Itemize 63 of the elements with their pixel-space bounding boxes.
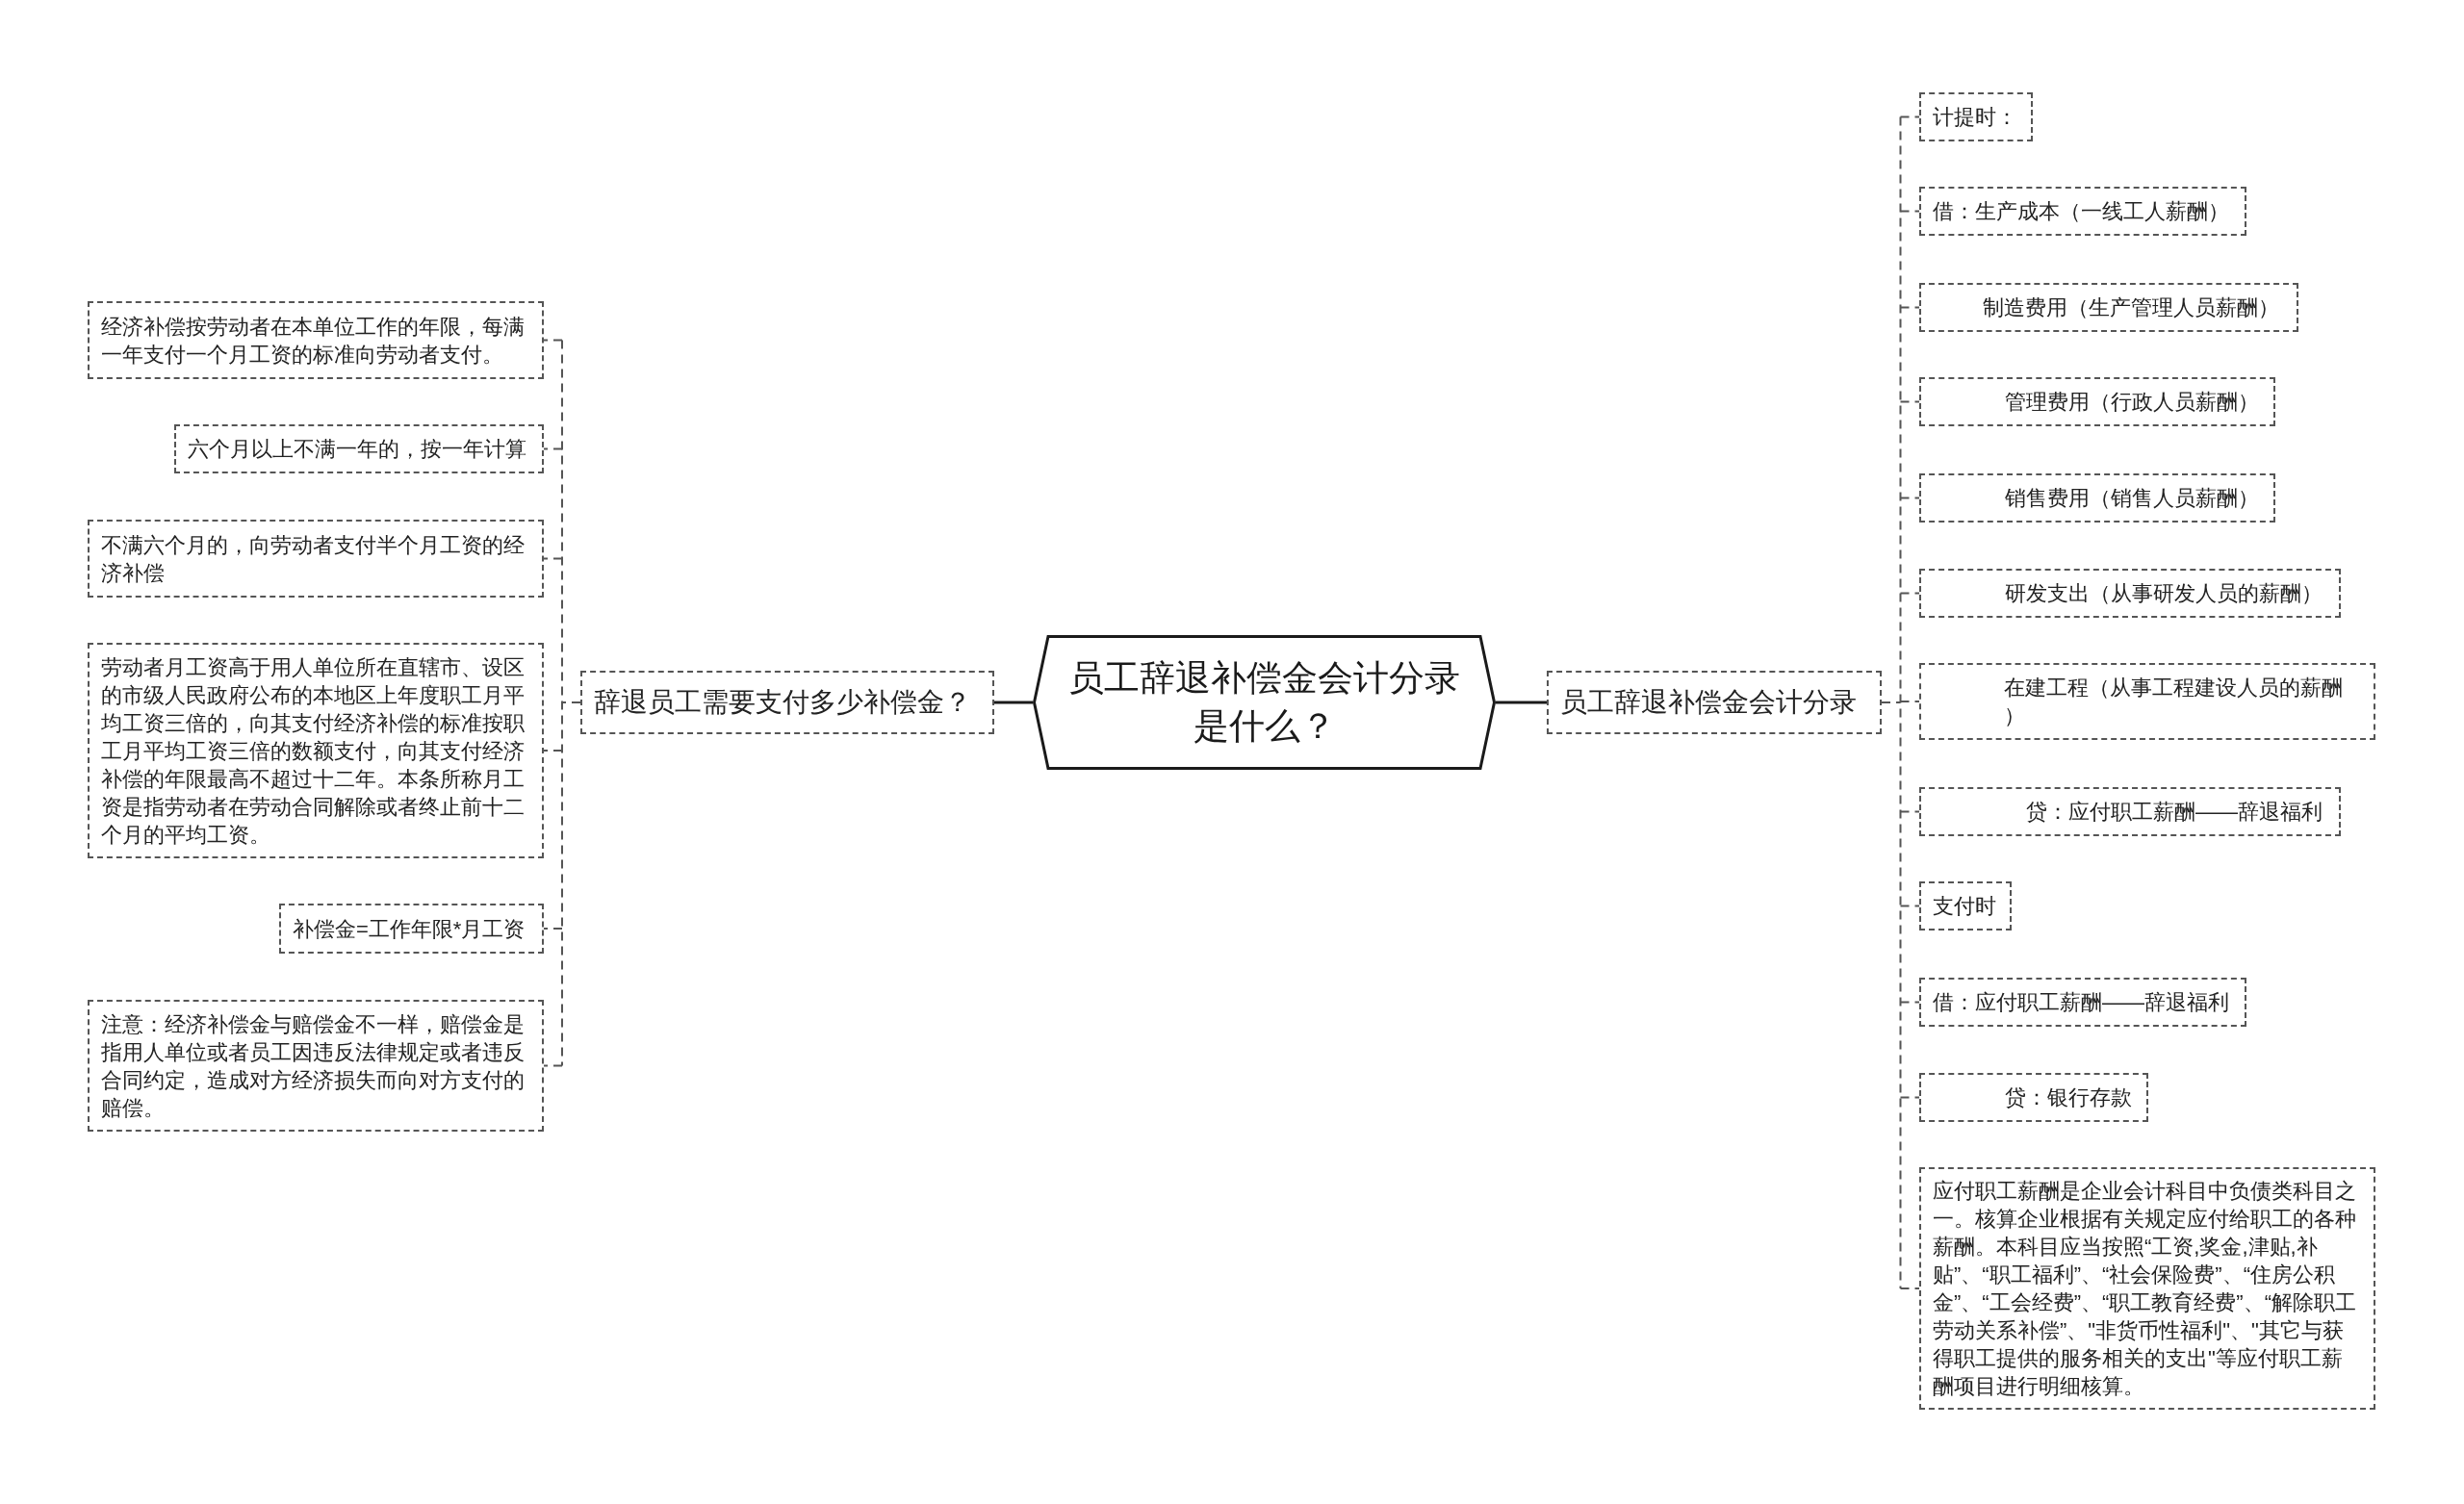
topic-title: 员工辞退补偿金会计分录是什么？ [1067,657,1461,748]
note-text: 管理费用（行政人员薪酬） [2005,389,2260,416]
note-text: 研发支出（从事研发人员的薪酬） [2005,580,2323,607]
central-topic-hexagon [1033,635,1496,770]
connector-line [1899,810,1920,813]
note-text: 支付时 [1933,893,1997,920]
note-text: 经济补偿按劳动者在本单位工作的年限，每满一年支付一个月工资的标准向劳动者支付。 [101,313,526,369]
connector-line [1899,115,1920,118]
note-frame [1919,187,2246,236]
note-text: 借：生产成本（一线工人薪酬） [1933,198,2230,225]
note-frame [88,520,544,598]
subtopic-label: 员工辞退补偿金会计分录 [1560,686,1858,719]
note-text: 劳动者月工资高于用人单位所在直辖市、设区的市级人民政府公布的本地区上年度职工月平均工资三倍的，向其支付经济补偿的标准按职工月平均工资三倍的数额支付，向其支付经济补偿的年限最高不超过十二年。本条所称月工资是指劳动者在劳动合同解除或者终止前十二个月的平均工资。 [101,653,526,849]
note-text: 贷：银行存款 [2005,1084,2133,1111]
connector-trunk [561,339,581,1067]
connector-line [543,557,563,560]
connector-line [543,1064,563,1067]
connector-line [1899,905,1920,907]
note-frame [1919,92,2033,141]
note-frame [1919,1073,2148,1122]
connector-line [543,750,563,752]
note-frame [1919,663,2375,740]
note-text: 计提时： [1933,104,2018,131]
subtopic-frame [1547,671,1882,734]
connector-line [1899,1096,1920,1099]
connector-line [994,701,1033,704]
note-frame [1919,569,2341,618]
note-text: 制造费用（生产管理人员薪酬） [1983,294,2280,321]
connector-line [1899,1001,1920,1004]
connector-line [1496,701,1547,704]
note-text: 销售费用（销售人员薪酬） [2005,485,2260,512]
note-frame [279,904,544,954]
connector-line [543,447,563,450]
connector-line [1899,1287,1920,1289]
note-frame [1919,881,2012,930]
note-frame [1919,473,2275,523]
connector-line [543,339,563,342]
note-text: 六个月以上不满一年的，按一年计算 [188,436,527,463]
note-text: 借：应付职工薪酬——辞退福利 [1933,989,2230,1016]
note-frame [1919,283,2298,332]
connector-line [1899,592,1920,595]
note-text: 补偿金=工作年限*月工资 [293,915,526,943]
subtopic-label: 辞退员工需要支付多少补偿金？ [594,686,972,719]
note-text: 注意：经济补偿金与赔偿金不一样，赔偿金是指用人单位或者员工因违反法律规定或者违反合同约定，造成对方经济损失而向对方支付的赔偿。 [101,1010,526,1122]
note-text: 不满六个月的，向劳动者支付半个月工资的经济补偿 [101,531,526,587]
note-frame [88,643,544,858]
connector-trunk [1881,115,1902,1289]
note-frame [88,1000,544,1132]
note-frame [88,301,544,379]
connector-line [1899,400,1920,403]
connector-line [543,928,563,930]
connector-line [1899,210,1920,213]
note-frame [1919,978,2246,1027]
note-frame [174,424,544,473]
note-frame [1919,377,2275,426]
connector-line [1899,497,1920,499]
subtopic-frame [580,671,994,734]
note-text: 贷：应付职工薪酬——辞退福利 [2026,799,2323,826]
note-text: 应付职工薪酬是企业会计科目中负债类科目之一。核算企业根据有关规定应付给职工的各种薪酬。本科目应当按照“工资,奖金,津贴,补贴”、“职工福利”、“社会保险费”、“住房公积金”、“工会经费”、“职工教育经费”、“解除职工劳动关系补偿”、"非货币性福利"、"其它与获得职工提供的服务相关的支出"等应付职工薪酬项目进行明细核算。 [1933,1178,2357,1400]
connector-line [1899,701,1920,702]
note-text: 在建工程（从事工程建设人员的薪酬） [2004,675,2344,729]
connector-line [1899,306,1920,309]
note-frame [1919,787,2341,836]
